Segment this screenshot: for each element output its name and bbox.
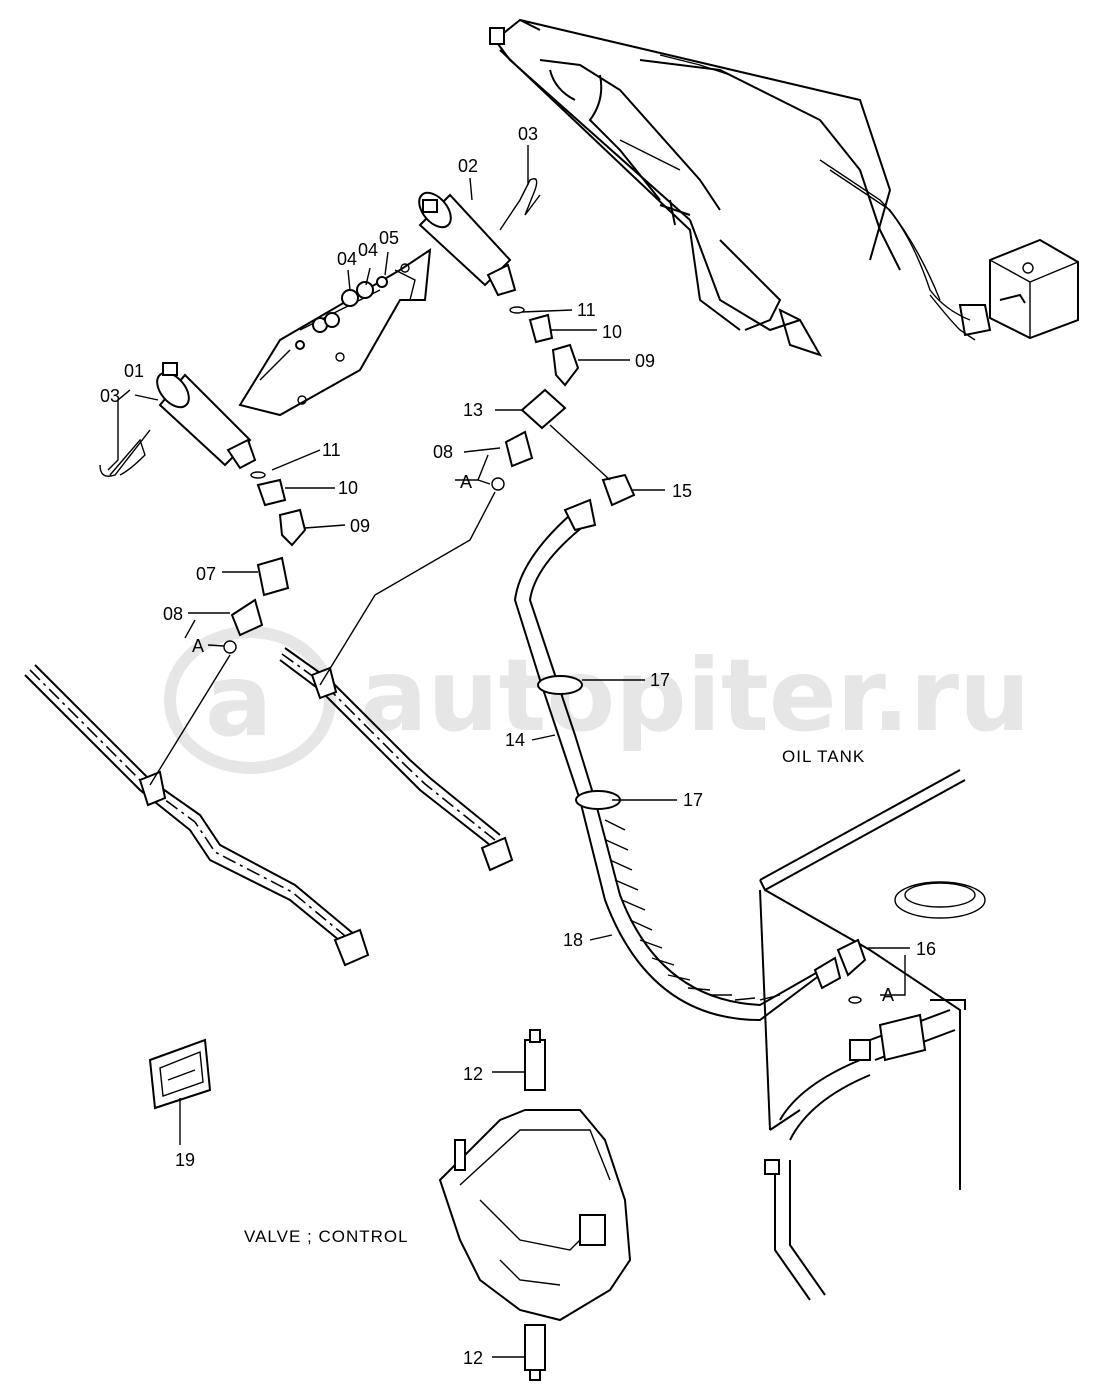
label-03-top: 03 — [518, 124, 538, 144]
label-08-left: 08 — [163, 604, 183, 624]
filter-01-illustration — [99, 362, 257, 477]
plate-19-illustration — [148, 1038, 212, 1145]
label-10-left: 10 — [338, 478, 358, 498]
label-a-top: A — [460, 472, 472, 492]
label-04-a: 04 — [337, 249, 357, 269]
label-07: 07 — [196, 564, 216, 584]
watermark-text: autopiter.ru — [360, 637, 1030, 754]
label-04-b: 04 — [358, 240, 378, 260]
filter-02-illustration — [418, 178, 541, 297]
captions: OIL TANK VALVE ; CONTROL — [244, 747, 865, 1246]
label-09-left: 09 — [350, 516, 370, 536]
label-leaders — [107, 145, 910, 1358]
label-11-top: 11 — [577, 300, 596, 320]
label-17-bottom: 17 — [683, 790, 703, 810]
label-14: 14 — [505, 730, 525, 750]
caption-oil-tank: OIL TANK — [782, 747, 865, 766]
caption-valve-control: VALVE ; CONTROL — [244, 1227, 409, 1246]
control-valve-illustration — [438, 1029, 632, 1381]
label-13: 13 — [463, 400, 483, 420]
label-10-top: 10 — [602, 322, 622, 342]
watermark-logo: a — [205, 642, 272, 759]
label-09-top: 09 — [635, 351, 655, 371]
watermark: a autopiter.ru — [164, 626, 1030, 774]
label-08-top: 08 — [433, 442, 453, 462]
leader-lines — [149, 424, 611, 786]
oil-tank-illustration — [759, 769, 986, 1301]
label-16: 16 — [916, 939, 936, 959]
fittings-left-illustration — [223, 471, 307, 654]
part-labels: 01 02 03 03 04 04 05 07 08 08 09 09 10 1… — [100, 124, 936, 1368]
bracket-illustration — [238, 247, 432, 417]
label-a-right: A — [882, 985, 894, 1005]
label-19: 19 — [175, 1150, 195, 1170]
label-17-top: 17 — [650, 670, 670, 690]
boom-arm-illustration — [489, 18, 1079, 357]
label-a-left: A — [192, 636, 204, 656]
label-02: 02 — [458, 156, 478, 176]
label-18: 18 — [563, 930, 583, 950]
pipes-left-illustration — [24, 647, 514, 967]
label-15: 15 — [672, 481, 692, 501]
label-12-bottom: 12 — [463, 1348, 483, 1368]
label-05: 05 — [379, 228, 399, 248]
label-01: 01 — [124, 361, 144, 381]
hose-illustration — [513, 498, 842, 1022]
label-11-left: 11 — [322, 440, 341, 460]
label-12-top: 12 — [463, 1064, 483, 1084]
label-03-left: 03 — [100, 386, 120, 406]
fittings-top-illustration — [491, 306, 636, 507]
